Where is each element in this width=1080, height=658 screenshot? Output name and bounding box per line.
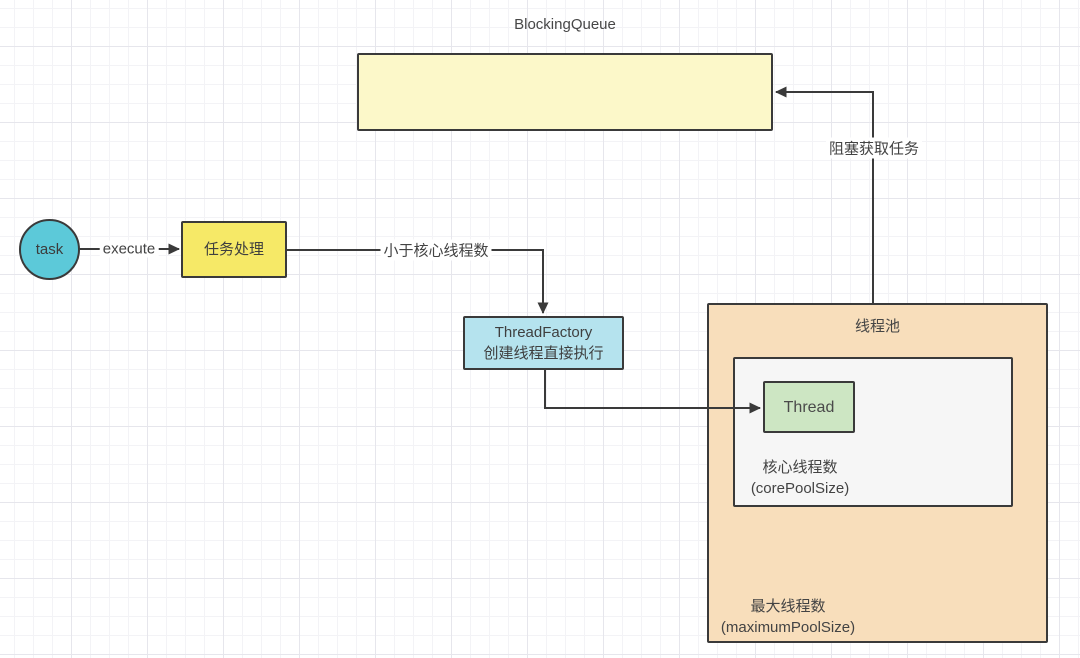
edge-label-less-than-core: 小于核心线程数 bbox=[380, 239, 492, 261]
core-pool-caption-line1: 核心线程数 bbox=[762, 459, 838, 476]
task-process-label: 任务处理 bbox=[203, 241, 264, 258]
thread-node: Thread bbox=[763, 381, 855, 433]
edge-factory-to-thread bbox=[544, 370, 761, 414]
task-node: task bbox=[19, 219, 80, 280]
edge-less-than-core bbox=[287, 249, 549, 314]
thread-factory-node: ThreadFactory 创建线程直接执行 bbox=[463, 316, 624, 370]
thread-factory-label-line2: 创建线程直接执行 bbox=[483, 345, 604, 362]
blocking-queue-node bbox=[357, 53, 773, 131]
task-process-node: 任务处理 bbox=[181, 221, 287, 278]
edge-label-blocking-fetch: 阻塞获取任务 bbox=[825, 137, 923, 159]
edge-pool-to-queue bbox=[775, 86, 874, 303]
blocking-queue-title: BlockingQueue bbox=[514, 16, 616, 33]
core-pool-caption-line2: (corePoolSize) bbox=[750, 480, 850, 497]
thread-factory-label-line1: ThreadFactory bbox=[494, 324, 593, 341]
thread-label: Thread bbox=[783, 398, 835, 416]
max-pool-caption-line1: 最大线程数 bbox=[750, 598, 826, 615]
edge-label-execute: execute bbox=[99, 240, 159, 258]
max-pool-caption: 最大线程数 (maximumPoolSize) bbox=[721, 596, 855, 638]
max-pool-caption-line2: (maximumPoolSize) bbox=[720, 619, 856, 636]
core-pool-caption: 核心线程数 (corePoolSize) bbox=[751, 457, 849, 499]
task-label: task bbox=[35, 241, 64, 258]
thread-pool-title: 线程池 bbox=[854, 318, 900, 335]
